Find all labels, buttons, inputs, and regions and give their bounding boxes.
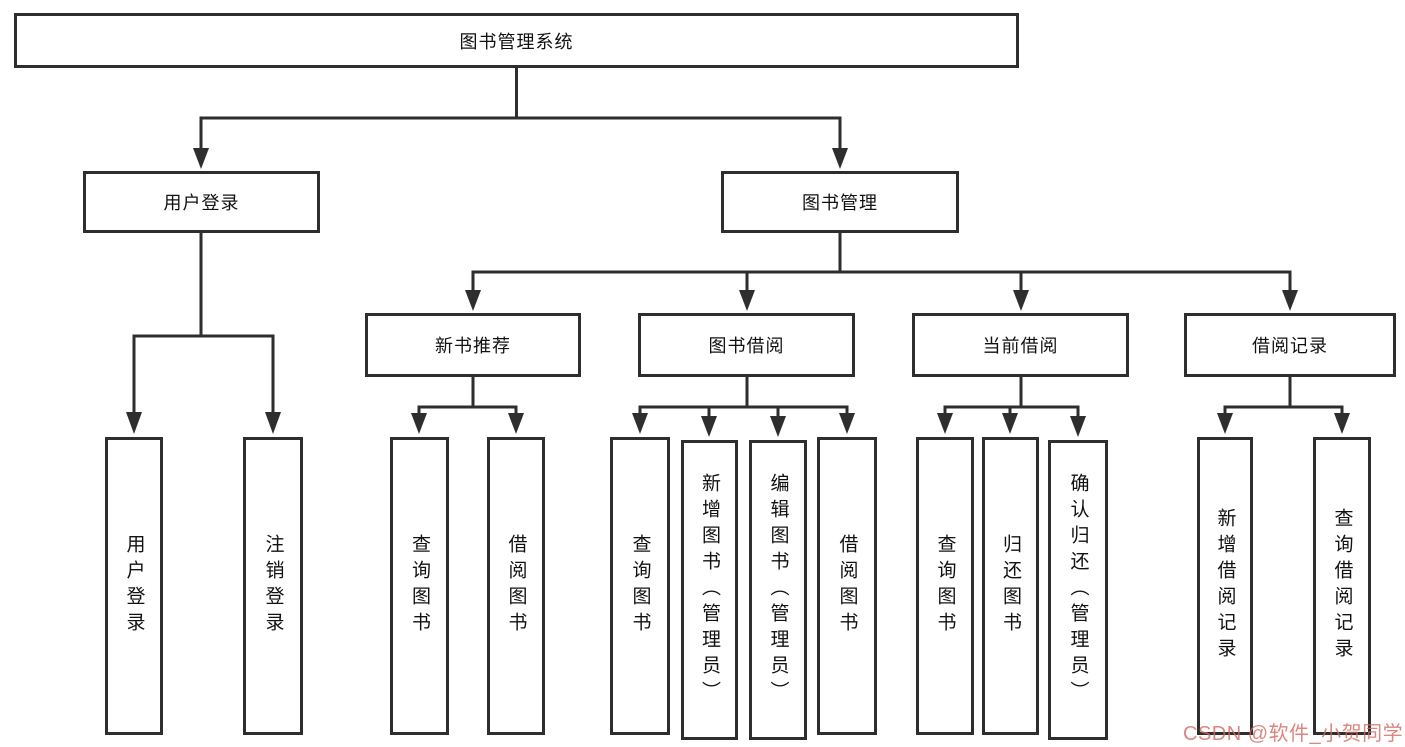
- node-leaf-return-book: 归还图书: [982, 437, 1039, 735]
- node-leaf-logout: 注销登录: [243, 437, 303, 735]
- node-leaf-add-borrow-record: 新增借阅记录: [1197, 437, 1253, 735]
- node-leaf-query-borrow-record: 查询借阅记录: [1313, 437, 1371, 735]
- connector-arrowhead: [1013, 290, 1029, 311]
- connector-arrowhead: [508, 413, 524, 434]
- connector-arrowhead: [265, 412, 281, 434]
- node-leaf-query-book-current: 查询图书: [916, 437, 974, 735]
- connector-arrowhead: [1002, 413, 1018, 434]
- connector-arrowhead: [937, 413, 953, 434]
- node-leaf-query-book-borrow: 查询图书: [610, 437, 670, 735]
- node-leaf-borrow-book: 借阅图书: [817, 437, 877, 735]
- node-leaf-add-book-admin: 新增图书（管理员）: [681, 440, 738, 740]
- connector-arrowhead: [739, 290, 755, 311]
- connector-arrowhead: [411, 413, 427, 434]
- connector-arrowhead: [1334, 413, 1350, 434]
- connector-arrowhead: [701, 416, 717, 437]
- node-new-book-recommend: 新书推荐: [365, 313, 581, 377]
- node-leaf-query-book-recommend: 查询图书: [390, 437, 449, 735]
- node-root-system: 图书管理系统: [14, 13, 1019, 68]
- connector-arrowhead: [465, 290, 481, 311]
- csdn-watermark: CSDN @软件_小贺同学: [1183, 723, 1404, 745]
- connector-arrowhead: [632, 413, 648, 434]
- connector-arrowhead: [770, 416, 786, 437]
- connector-arrowhead: [1070, 416, 1086, 437]
- node-borrow-record: 借阅记录: [1184, 313, 1396, 377]
- connector-arrowhead: [839, 413, 855, 434]
- connector-arrowhead: [126, 412, 142, 434]
- connector-arrowhead: [193, 148, 209, 169]
- node-leaf-borrow-book-recommend: 借阅图书: [487, 437, 545, 735]
- connector-arrowhead: [832, 148, 848, 169]
- connector-arrowhead: [1217, 413, 1233, 434]
- node-user-login: 用户登录: [83, 171, 320, 233]
- node-current-borrow: 当前借阅: [912, 313, 1129, 377]
- connector-arrowhead: [1282, 290, 1298, 311]
- node-book-management: 图书管理: [721, 171, 959, 233]
- node-book-borrow: 图书借阅: [638, 313, 855, 377]
- node-leaf-user-login: 用户登录: [105, 437, 163, 735]
- node-leaf-confirm-return-admin: 确认归还（管理员）: [1048, 440, 1108, 740]
- node-leaf-edit-book-admin: 编辑图书（管理员）: [749, 440, 807, 740]
